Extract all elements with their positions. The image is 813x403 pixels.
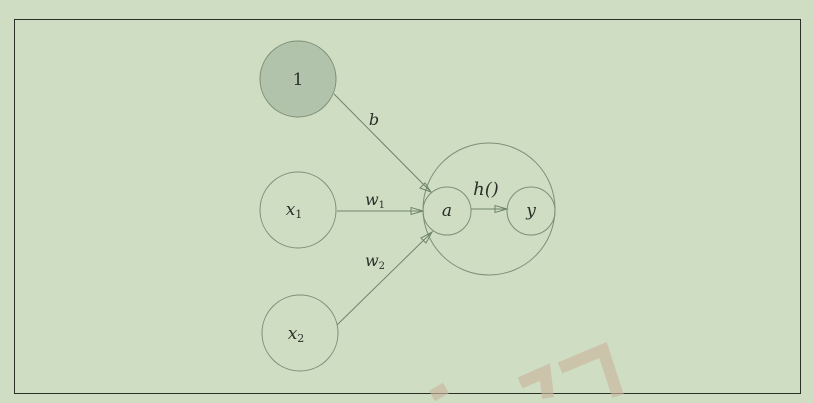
arrowhead-a-y bbox=[494, 204, 509, 214]
x1-symbol: x bbox=[286, 200, 296, 220]
edge-label-w2: w2 bbox=[365, 251, 385, 272]
sum-node-label: a bbox=[442, 201, 452, 221]
input-node-x2 bbox=[261, 294, 339, 372]
bias-node bbox=[259, 40, 337, 118]
arrowhead-x1 bbox=[410, 206, 425, 216]
output-node-y bbox=[506, 186, 556, 236]
arrowhead-x2 bbox=[420, 230, 434, 244]
input-node-x1 bbox=[259, 171, 337, 249]
sum-node-a bbox=[422, 186, 472, 236]
activation-label: h() bbox=[473, 179, 499, 200]
input-node-x1-label: x1 bbox=[286, 200, 303, 221]
edge-label-w1: w1 bbox=[365, 190, 385, 211]
x2-subscript: 2 bbox=[297, 332, 304, 345]
w2-subscript: 2 bbox=[379, 261, 385, 272]
w2-symbol: w bbox=[365, 251, 379, 270]
w1-subscript: 1 bbox=[379, 200, 385, 211]
edge-label-b: b bbox=[369, 110, 379, 129]
edge-bias-to-a bbox=[333, 93, 432, 193]
arrowhead-bias bbox=[419, 182, 433, 193]
edge-x2-to-a bbox=[336, 231, 433, 326]
w1-symbol: w bbox=[365, 190, 379, 209]
diagram-frame bbox=[14, 19, 801, 394]
output-node-label: y bbox=[525, 201, 536, 221]
watermark-shapes bbox=[429, 341, 624, 402]
x2-symbol: x bbox=[288, 324, 298, 344]
bias-node-label: 1 bbox=[293, 70, 304, 90]
input-node-x2-label: x2 bbox=[288, 324, 305, 345]
x1-subscript: 1 bbox=[295, 208, 302, 221]
